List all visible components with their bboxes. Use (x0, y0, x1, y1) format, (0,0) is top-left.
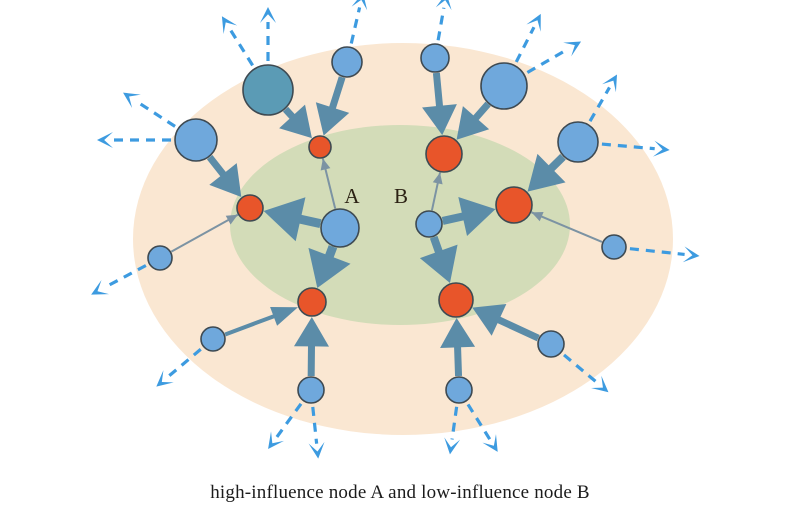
weak-edge-head (432, 172, 443, 185)
weak-edge-head (531, 212, 544, 222)
weak-edge (531, 211, 603, 243)
outward-dashed-edge (275, 402, 303, 438)
influence-arrow (472, 304, 540, 342)
influence-arrow (293, 316, 329, 377)
thick-edge-layer (206, 72, 566, 377)
graph-node-o5[interactable] (297, 287, 327, 317)
region-layer (133, 43, 673, 435)
weak-edge (170, 213, 239, 253)
outward-dashed-edge (228, 28, 254, 67)
outward-arrow-head (591, 375, 609, 393)
outward-dashed-edge (588, 86, 611, 123)
outward-arrow-head (653, 140, 670, 157)
outward-dashed-edge (526, 47, 569, 74)
graph-node-b3[interactable] (174, 118, 218, 162)
influence-arrow (527, 153, 566, 192)
outward-arrow-head (682, 246, 700, 263)
outward-dashed-edge (466, 403, 492, 441)
outward-arrow-head (221, 16, 238, 35)
outward-dashed-edge (103, 264, 147, 289)
outward-arrow-head (268, 431, 284, 450)
graph-node-b12[interactable] (445, 376, 473, 404)
outward-arrow-head (526, 13, 541, 32)
graph-node-b7[interactable] (420, 43, 450, 73)
influence-arrow (263, 197, 322, 242)
graph-node-b10[interactable] (601, 234, 627, 260)
influence-arrow (206, 155, 242, 198)
influence-arrow (308, 245, 351, 288)
graph-node-b5[interactable] (200, 326, 226, 352)
outward-dashed-edge (514, 26, 536, 63)
outward-arrow-head (482, 434, 498, 452)
outward-arrow-head (308, 441, 325, 459)
influence-arrow (441, 196, 496, 236)
outward-dashed-edge (601, 142, 655, 151)
influence-arrow (419, 235, 458, 284)
node-layer (147, 43, 627, 404)
outward-dashed-edge (562, 353, 598, 384)
influence-arrow (224, 306, 298, 337)
graph-node-b6[interactable] (297, 376, 325, 404)
graph-node-b4[interactable] (147, 245, 173, 271)
outward-arrow-head (563, 41, 582, 57)
weak-edge-head (320, 158, 331, 171)
outward-arrow-head (444, 437, 461, 455)
outward-dashed-edge (450, 406, 459, 440)
graph-node-b9[interactable] (557, 121, 599, 163)
outward-dashed-edge (349, 7, 362, 44)
graph-node-o1[interactable] (308, 135, 332, 159)
graph-node-o4[interactable] (495, 186, 533, 224)
label-node-a: A (344, 184, 360, 208)
graph-node-b11[interactable] (537, 330, 565, 358)
thin-edge-layer (170, 158, 603, 253)
dashed-edge-layer (91, 0, 700, 459)
outward-dashed-edge (134, 99, 176, 128)
outward-dashed-edge (166, 348, 202, 379)
outward-arrow-head (91, 280, 110, 295)
graph-node-a[interactable] (320, 208, 360, 248)
influence-arrow (279, 104, 312, 139)
influence-arrow (440, 317, 476, 377)
graph-node-o3[interactable] (236, 194, 264, 222)
weak-edge-head (225, 214, 238, 225)
influence-arrow (422, 72, 457, 136)
influence-arrow (315, 76, 350, 136)
outward-arrow-head (435, 0, 452, 11)
outward-arrow-head (260, 7, 276, 23)
influence-arrow (456, 101, 491, 140)
graph-node-o2[interactable] (425, 135, 463, 173)
graph-node-b1[interactable] (242, 64, 294, 116)
graph-node-b8[interactable] (480, 62, 528, 110)
graph-node-b2[interactable] (331, 46, 363, 78)
outward-arrow-head (602, 74, 617, 93)
outward-arrow-head (351, 0, 368, 11)
outward-arrow-head (156, 370, 174, 387)
graph-node-b[interactable] (415, 210, 443, 238)
graph-node-o6[interactable] (438, 282, 474, 318)
outward-arrow-head (97, 132, 113, 148)
figure-caption: high-influence node A and low-influence … (210, 482, 590, 503)
outward-arrow-head (123, 92, 141, 109)
label-node-b: B (394, 184, 408, 208)
outward-dashed-edge (311, 406, 319, 444)
outward-dashed-edge (436, 7, 446, 41)
